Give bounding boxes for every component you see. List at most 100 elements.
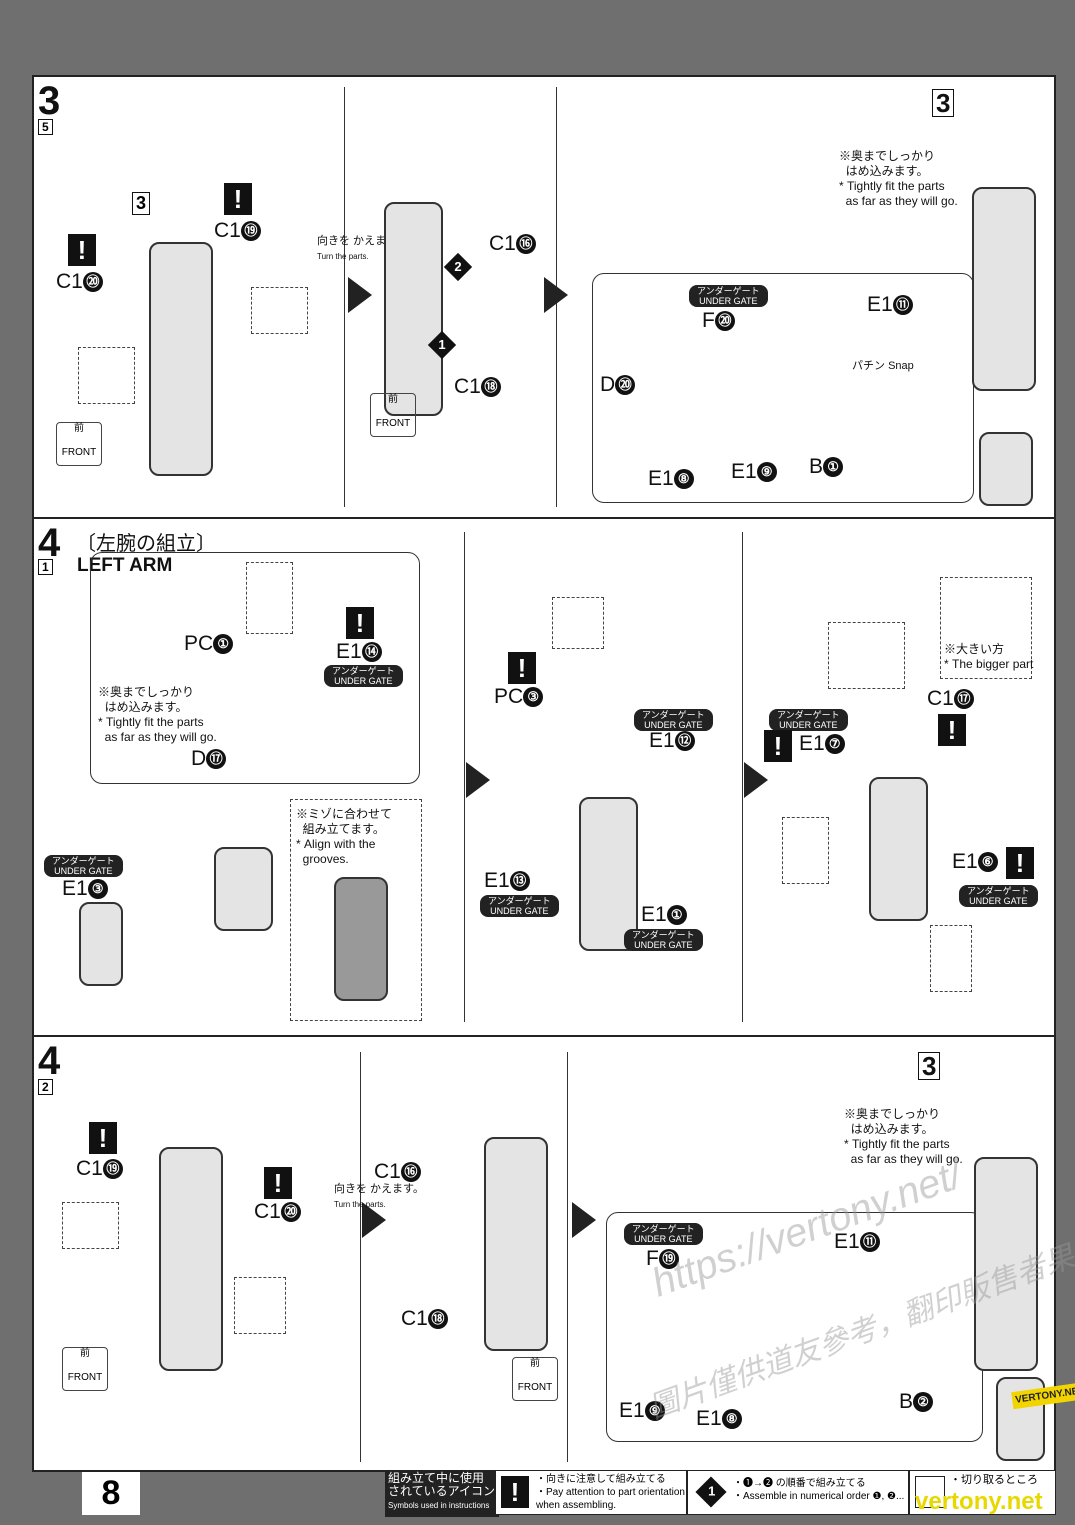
step-number: 4 [38,521,61,565]
ref-step: 3 [132,192,151,215]
arm-part [159,1147,223,1371]
order-2-icon: 2 [443,252,473,282]
next-arrow-icon [466,762,490,798]
arm-part [149,242,213,476]
arm-part [484,1137,548,1351]
column-divider [464,532,465,1022]
detail-box [828,622,905,689]
warning-icon: ! [224,183,252,215]
arm-part [974,1157,1038,1371]
step-sub: 1 [38,559,53,575]
arm-part [579,797,638,951]
hand-part [979,432,1033,506]
warning-icon: ! [938,714,966,746]
warning-icon: ! [68,234,96,266]
tight-fit-note: ※奥までしっかり はめ込みます。* Tightly fit the parts … [844,1107,963,1166]
section-divider [34,517,1054,519]
snap-label: パチン Snap [852,360,914,372]
warning-icon: ! [89,1122,117,1154]
detail-box [234,1277,286,1334]
warning-icon: ! [264,1167,292,1199]
arm-part [384,202,443,416]
tight-fit-note: ※奥までしっかり はめ込みます。* Tightly fit the parts … [98,685,217,744]
next-arrow-icon [348,277,372,313]
arm-part [214,847,273,931]
column-divider [344,87,345,507]
order-1-icon: 1 [695,1476,727,1508]
arm-part [79,902,123,986]
step-number: 4 [38,1039,61,1083]
legend-orientation: ! ・向きに注意して組み立てる・Pay attention to part or… [495,1470,687,1515]
warning-icon: ! [346,607,374,639]
page-number: 8 [82,1472,140,1515]
detail-callout [592,273,974,503]
detail-box [78,347,135,404]
next-arrow-icon [544,277,568,313]
arm-part [869,777,928,921]
legend-cut: ・切り取るところ [909,1470,1056,1515]
step-sub: 5 [38,119,53,135]
tight-fit-note: ※奥までしっかり はめ込みます。* Tightly fit the parts … [839,149,958,208]
warning-icon: ! [501,1476,529,1508]
column-divider [360,1052,361,1462]
bigger-part-note: ※大きい方* The bigger part [944,642,1034,671]
detail-box [930,925,972,992]
section-divider [34,1035,1054,1037]
detail-box [782,817,829,884]
detail-box [246,562,293,634]
detail-box [290,799,422,1021]
section-title-jp: 〔左腕の組立〕 [76,533,216,555]
legend-order: 1 ・❶→❷ の順番で組み立てる・Assemble in numerical o… [687,1470,909,1515]
step-number: 3 [38,79,61,123]
ref-step: 3 [932,89,955,117]
warning-icon: ! [1006,847,1034,879]
warning-icon: ! [508,652,536,684]
step-sub: 2 [38,1079,53,1095]
column-divider [742,532,743,1022]
detail-box [552,597,604,649]
next-arrow-icon [362,1202,386,1238]
